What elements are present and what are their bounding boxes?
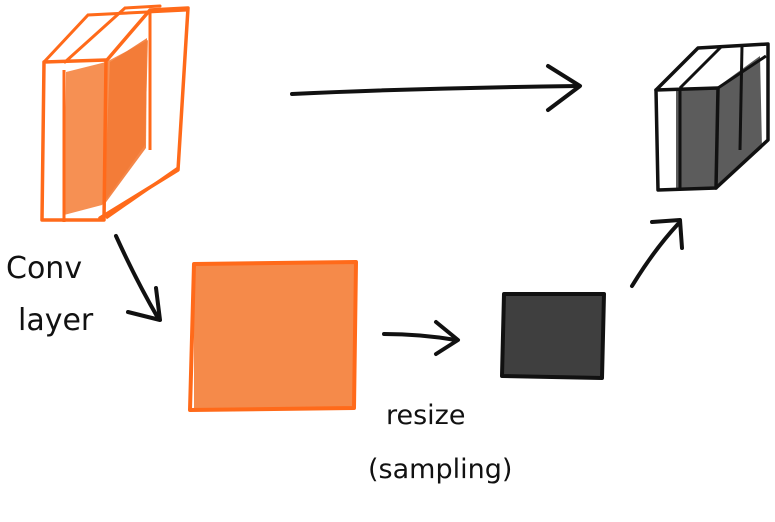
conv-label-line1: Conv (6, 251, 82, 286)
resize-label: resize (sampling) (368, 400, 512, 485)
output-tensor-box (654, 42, 770, 192)
conv-arrow (114, 234, 162, 322)
resize-arrow (382, 320, 460, 356)
resized-map-square (500, 292, 606, 380)
resize-label-line1: resize (386, 400, 465, 431)
conv-label-line2: layer (18, 303, 94, 338)
skip-arrow (290, 64, 582, 112)
input-tensor-box (40, 4, 190, 222)
feature-map-square (188, 260, 358, 412)
conv-layer-label: Conv layer (6, 251, 94, 338)
upsample-arrow (630, 218, 684, 288)
resize-label-line2: (sampling) (368, 454, 512, 485)
